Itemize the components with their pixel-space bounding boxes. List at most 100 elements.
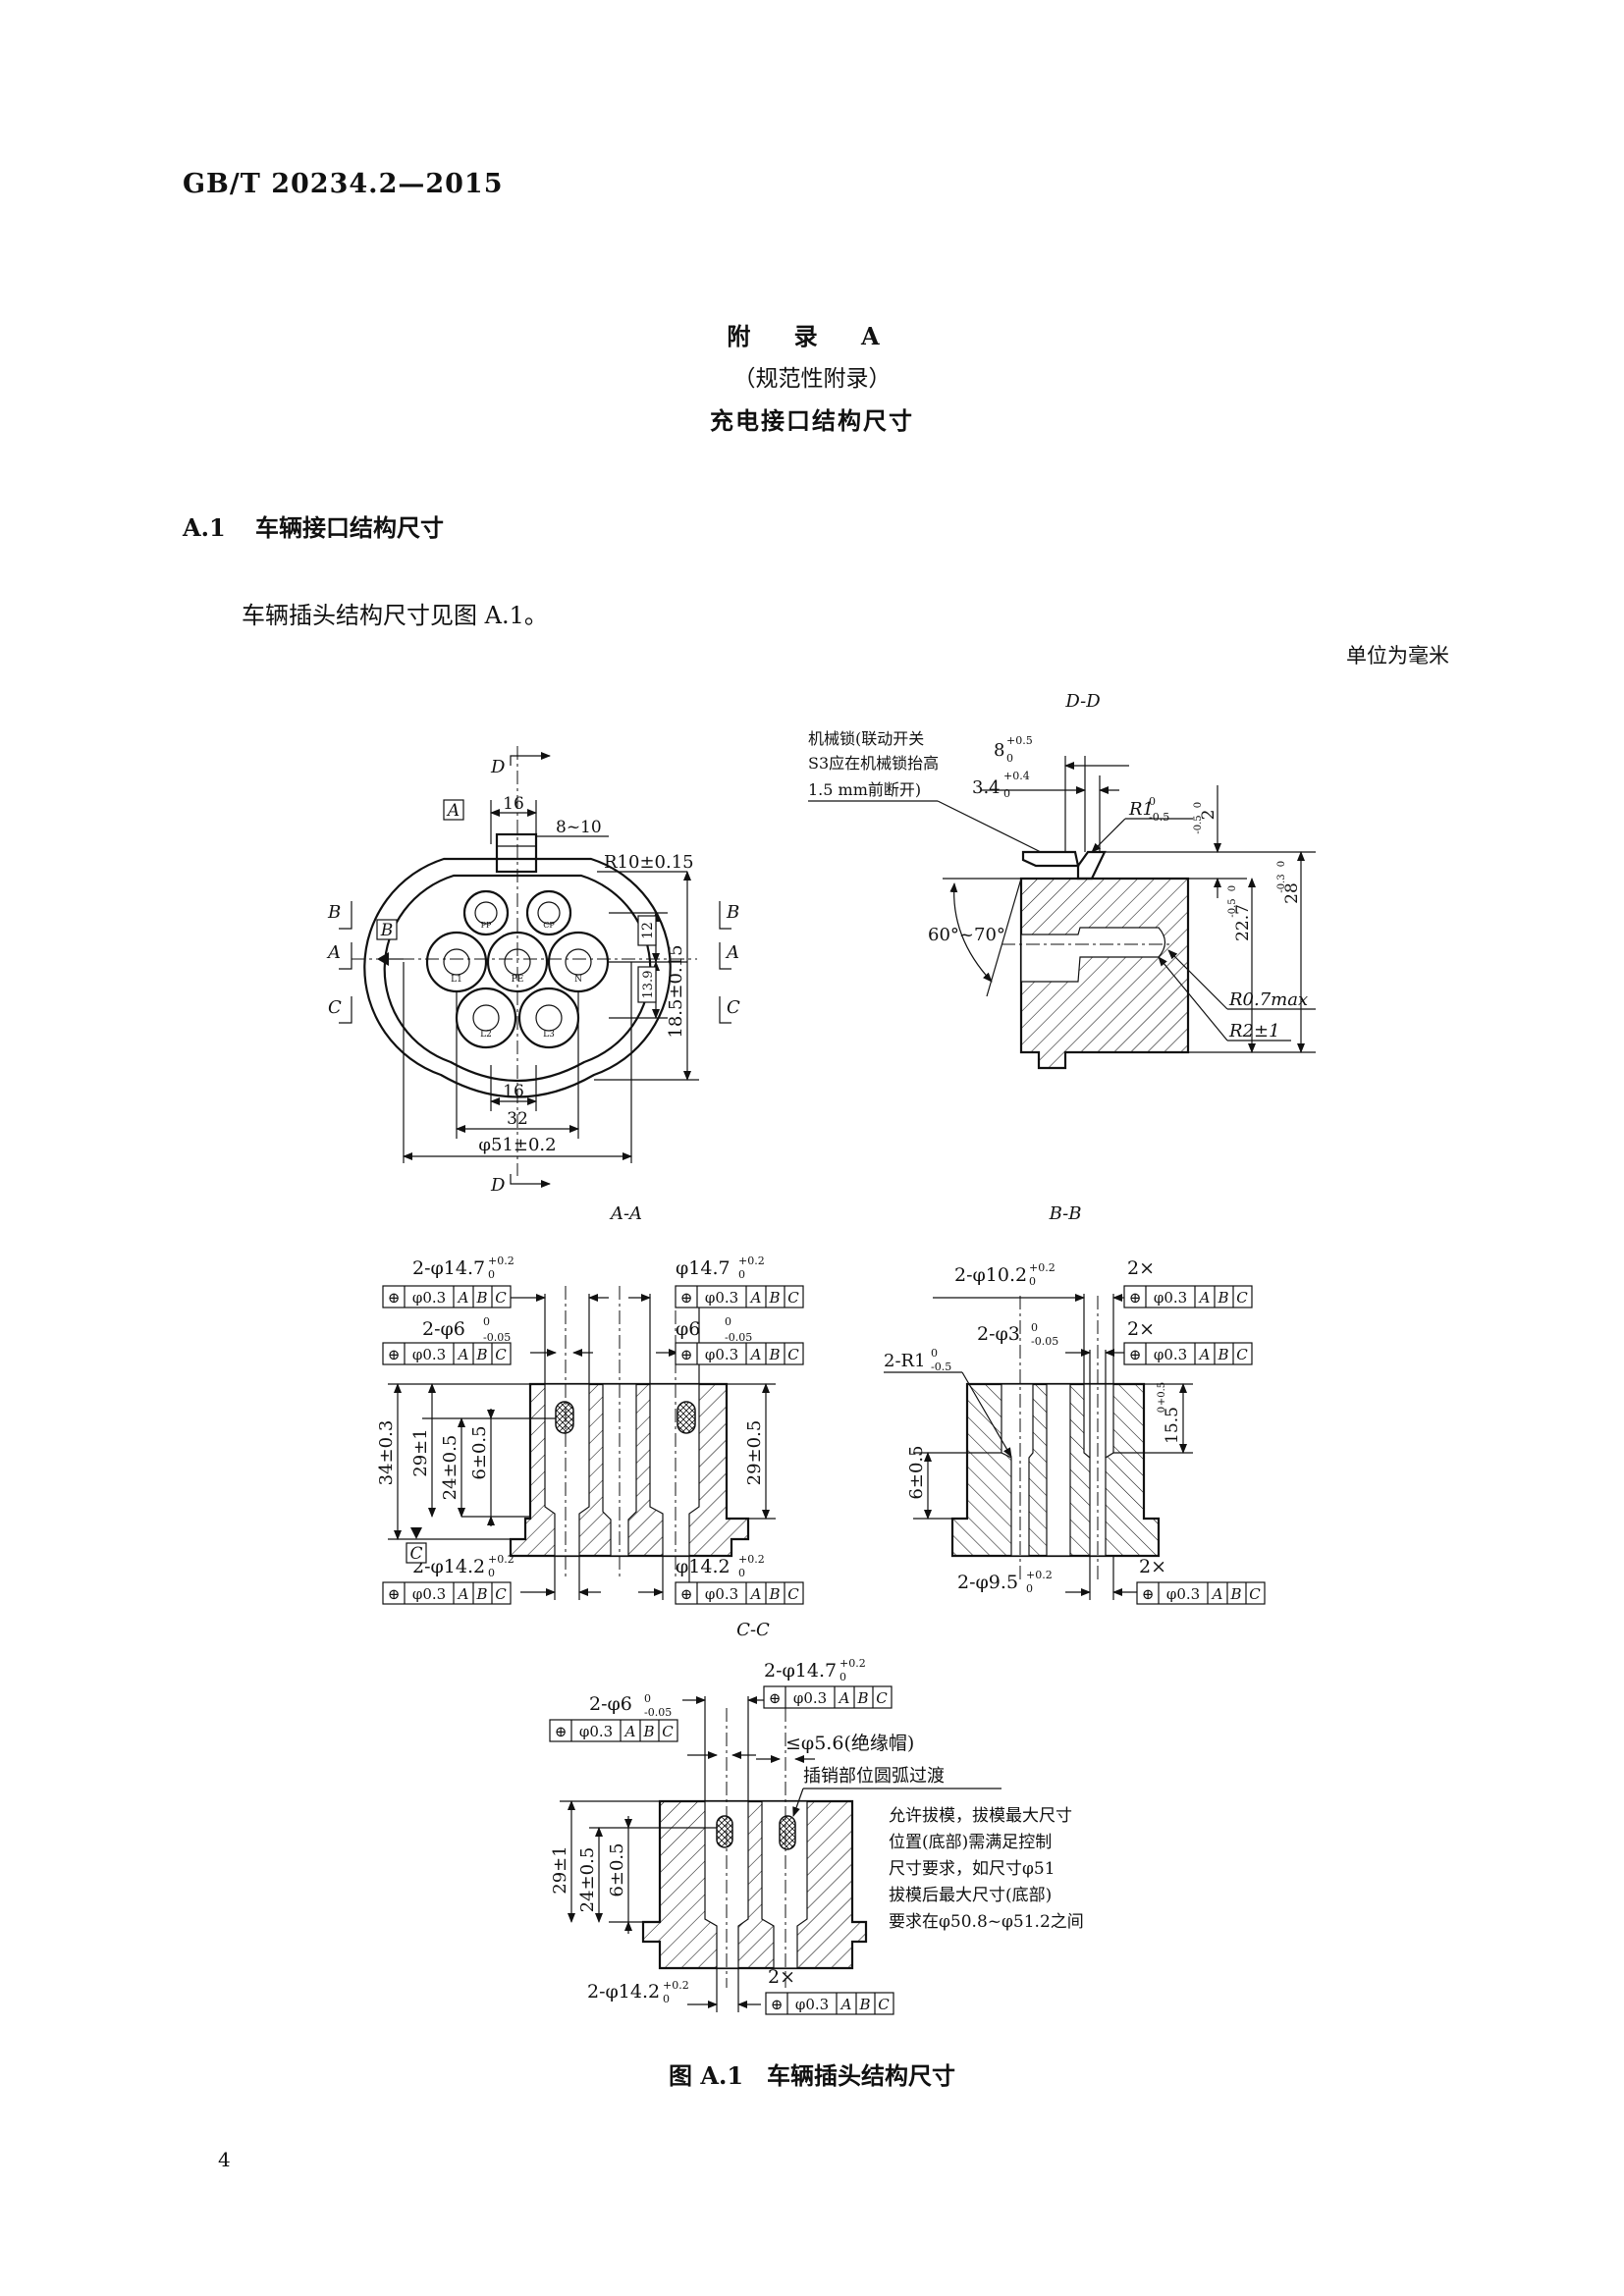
draft-note-line4: 拔模后最大尺寸(底部)	[889, 1886, 1052, 1905]
dim-8-upper-tol: +0.5	[1006, 734, 1033, 747]
position-symbol: ⊕	[1129, 1346, 1142, 1363]
tolerance-value: φ0.3	[579, 1723, 613, 1740]
pin-label: L2	[480, 1030, 492, 1040]
tolerance-value: φ0.3	[412, 1346, 446, 1363]
tolerance-frame: ⊕ φ0.3 A B C	[675, 1342, 804, 1365]
dim-34: 34±0.3	[376, 1420, 397, 1486]
callout-tol-upper: +0.2	[663, 1979, 689, 1992]
dim-22-7-lower-tol: -0.5	[1227, 898, 1238, 917]
dim-12: 12	[640, 922, 656, 939]
dim-29-right: 29±0.5	[744, 1420, 765, 1486]
dim-angle: 60°~70°	[928, 925, 1005, 945]
datum-ref: A	[1211, 1585, 1223, 1603]
dim-6: 6±0.5	[469, 1425, 490, 1479]
tolerance-value: φ0.3	[1154, 1346, 1187, 1363]
section-mark-b: B	[726, 902, 739, 923]
tolerance-value: φ0.3	[705, 1346, 738, 1363]
dim-28-lower-tol: -0.3	[1276, 874, 1287, 892]
dim-r0-7: R0.7max	[1228, 989, 1308, 1010]
pin-cp	[525, 889, 572, 936]
dim-2-lower-tol: -0.5	[1193, 815, 1204, 833]
datum-ref: A	[457, 1585, 469, 1603]
pin-pe	[486, 931, 549, 993]
position-symbol: ⊕	[771, 1996, 784, 2013]
callout-tol-upper: +0.2	[488, 1553, 514, 1566]
callout-2-phi14-7: 2-φ14.7	[412, 1257, 485, 1279]
datum-ref: C	[787, 1346, 799, 1363]
datum-ref: B	[642, 1723, 654, 1740]
tolerance-frame: ⊕ φ0.3 A B C	[382, 1342, 512, 1365]
callout-tol-upper: +0.2	[1026, 1569, 1053, 1581]
tolerance-frame: ⊕ φ0.3 A B C	[675, 1581, 804, 1605]
callout-tol-upper: +0.2	[488, 1255, 514, 1267]
callout-tol-lower: 0	[1026, 1582, 1033, 1595]
dim-3-4: 3.4	[972, 777, 1001, 798]
lock-note-line3: 1.5 mm前断开)	[808, 780, 921, 799]
callout-tol-lower: -0.05	[483, 1331, 511, 1344]
unit-note: 单位为毫米	[1346, 644, 1449, 667]
tolerance-value: φ0.3	[1166, 1585, 1200, 1603]
appendix-type: （规范性附录）	[732, 366, 892, 392]
front-view: PP CP L1 PE N L2 L3 A 16 8~10 R10±0.15 1…	[326, 746, 740, 1196]
callout-phi14-2: φ14.2	[676, 1556, 731, 1577]
view-label-b-b: B-B	[1049, 1203, 1082, 1224]
tolerance-frame: ⊕ φ0.3 A B C	[1123, 1342, 1253, 1365]
dim-r1-upper-tol: 0	[1149, 795, 1156, 808]
datum-c: C	[409, 1544, 422, 1564]
datum-ref: C	[1249, 1585, 1261, 1603]
draft-note-line5: 要求在φ50.8~φ51.2之间	[889, 1912, 1084, 1932]
datum-ref: B	[475, 1585, 487, 1603]
datum-ref: A	[749, 1346, 762, 1363]
callout-2-phi10-2: 2-φ10.2	[954, 1264, 1027, 1286]
position-symbol: ⊕	[388, 1289, 401, 1307]
section-mark-c: C	[328, 997, 342, 1018]
datum-ref: B	[858, 1996, 870, 2013]
tolerance-value: φ0.3	[705, 1585, 738, 1603]
tolerance-frame: ⊕ φ0.3 A B C	[1123, 1285, 1253, 1308]
section-mark-a: A	[326, 942, 341, 963]
callout-tol-upper: 0	[483, 1315, 490, 1328]
section-mark-d: D	[490, 757, 506, 777]
callout-tol-upper: 0	[644, 1692, 651, 1705]
datum-ref: A	[623, 1723, 636, 1740]
section-mark-d: D	[490, 1175, 506, 1196]
dim-3-4-upper-tol: +0.4	[1003, 770, 1030, 782]
callout-2-phi3: 2-φ3	[977, 1323, 1020, 1345]
datum-a: A	[446, 801, 460, 821]
datum-ref: C	[1236, 1289, 1248, 1307]
dim-3-4-lower-tol: 0	[1003, 787, 1010, 800]
section-mark-b: B	[327, 902, 341, 923]
callout-tol-lower: 0	[488, 1268, 495, 1281]
callout-tol-upper: +0.2	[839, 1657, 866, 1670]
callout-2-phi14-2: 2-φ14.2	[412, 1556, 485, 1577]
section-number: A.1	[183, 513, 226, 542]
tolerance-frame: ⊕ φ0.3 A B C	[382, 1581, 512, 1605]
callout-tol-upper: 0	[1031, 1321, 1038, 1334]
pin-label: L1	[451, 975, 462, 985]
lock-note-line2: S3应在机械锁抬高	[808, 754, 939, 773]
datum-ref: B	[768, 1289, 780, 1307]
callout-2x: 2×	[1139, 1556, 1166, 1577]
callout-tol-upper: +0.2	[738, 1255, 765, 1267]
dim-24: 24±0.5	[577, 1847, 598, 1913]
datum-ref: A	[749, 1289, 762, 1307]
datum-ref: A	[839, 1996, 852, 2013]
callout-phi6: φ6	[676, 1318, 700, 1340]
section-mark-c: C	[727, 997, 740, 1018]
appendix-name: 充电接口结构尺寸	[710, 406, 914, 435]
callout-tol-lower: -0.05	[644, 1706, 672, 1719]
callout-tol-lower: 0	[1029, 1275, 1036, 1288]
section-view-a-a: A-A 2-φ14.7 +0.2 0 φ14.7 +0.2 0 2-φ6 0 -…	[376, 1203, 776, 1600]
datum-ref: B	[475, 1346, 487, 1363]
tolerance-frame: ⊕ φ0.3 A B C	[675, 1285, 804, 1308]
dim-18-5: 18.5±0.15	[666, 944, 686, 1038]
section-view-c-c: C-C 2-φ14.7 +0.2 0 2-φ6 0 -0.05 ≤φ5.6(绝缘…	[550, 1620, 1084, 2012]
dim-13-9: 13.9	[641, 971, 656, 999]
callout-2-r1: 2-R1	[884, 1351, 926, 1371]
dim-16-top: 16	[503, 794, 524, 814]
datum-ref: C	[787, 1585, 799, 1603]
callout-tol-lower: -0.5	[931, 1361, 951, 1373]
dim-15-5-upper-tol: +0.5	[1157, 1382, 1167, 1406]
datum-ref: C	[662, 1723, 674, 1740]
section-view-d-d: D-D 机械锁(联动开关 S3应在机械锁抬高 1.5 mm前断开) 60°~70…	[808, 691, 1316, 1070]
